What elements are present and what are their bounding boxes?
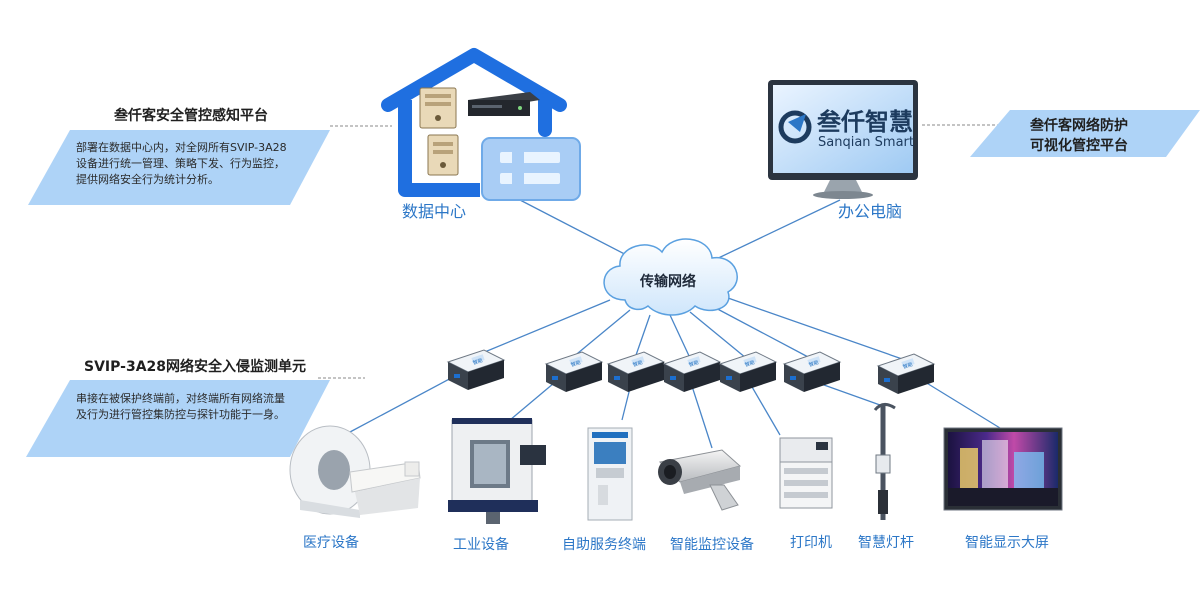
device-label-kiosk: 自助服务终端	[562, 537, 646, 553]
management-panel-icon	[481, 137, 581, 201]
monitor-icon	[768, 80, 918, 199]
svip-unit-2-label: 智能	[570, 359, 582, 369]
platform-info-panel: 叁仟客安全管控感知平台 部署在数据中心内，对全网所有SVIP-3A28 设备进行…	[28, 107, 392, 205]
svip-unit-7: 智能	[876, 353, 936, 394]
platform-desc-line-3: 提供网络安全行为统计分析。	[76, 172, 219, 186]
display-screen-device: 智能显示大屏	[943, 427, 1063, 551]
datacenter-node: 数据中心	[381, 48, 581, 221]
visual-platform-line-1: 叁仟客网络防护	[1029, 117, 1128, 134]
monitoring-device: 智能监控设备	[658, 449, 754, 553]
platform-title: 叁仟客安全管控感知平台	[113, 107, 268, 124]
office-pc-node: 叁仟智慧 Sanqian Smart 办公电脑	[768, 80, 918, 221]
platform-desc-line-2: 设备进行统一管理、策略下发、行为监控，	[76, 156, 285, 170]
svip-unit-4-label: 智能	[688, 359, 700, 369]
rack-server-icon	[468, 92, 540, 116]
cctv-camera-icon	[658, 449, 742, 511]
self-service-terminal: 自助服务终端	[562, 427, 646, 553]
server-tower-icon-2	[427, 134, 459, 176]
svip-unit-5-label: 智能	[744, 359, 756, 369]
connection-lines	[349, 199, 1001, 449]
smart-pole-device: 智慧灯杆	[858, 403, 914, 551]
svip-unit-3-label: 智能	[632, 359, 644, 369]
cloud-label: 传输网络	[639, 273, 696, 290]
logo-subname: Sanqian Smart	[818, 135, 914, 150]
server-tower-icon	[419, 87, 457, 129]
device-label-medical: 医疗设备	[303, 534, 359, 551]
office-pc-label: 办公电脑	[838, 202, 902, 221]
smart-pole-icon	[873, 403, 896, 520]
unit-desc-line-2: 及行为进行管控集防控与探针功能于一身。	[76, 407, 285, 421]
svip-unit-4: 智能	[662, 351, 722, 392]
svip-unit-2: 智能	[544, 351, 604, 392]
svip-unit-5: 智能	[718, 351, 778, 392]
kiosk-icon	[587, 427, 633, 521]
printer-device: 打印机	[779, 437, 833, 551]
svip-unit-1-label: 智能	[472, 357, 484, 367]
cnc-machine-icon	[448, 418, 546, 524]
sanqian-logo-icon	[778, 110, 812, 144]
security-units: 智能 智能 智能 智能	[446, 349, 936, 394]
device-label-pole: 智慧灯杆	[858, 535, 914, 551]
visual-platform-panel: 叁仟客网络防护 可视化管控平台	[922, 110, 1200, 157]
printer-icon	[779, 437, 833, 509]
datacenter-label: 数据中心	[402, 202, 466, 221]
device-label-display: 智能显示大屏	[965, 535, 1049, 551]
svip-unit-6: 智能	[782, 351, 842, 392]
ct-scanner-icon	[289, 425, 421, 518]
house-icon	[381, 48, 567, 197]
unit-desc-line-1: 串接在被保护终端前，对终端所有网络流量	[76, 391, 285, 405]
large-display-icon	[943, 427, 1063, 511]
logo-name: 叁仟智慧	[816, 108, 913, 136]
device-label-camera: 智能监控设备	[670, 536, 754, 553]
cloud-icon	[603, 238, 738, 316]
platform-desc-line-1: 部署在数据中心内，对全网所有SVIP-3A28	[76, 140, 287, 154]
device-label-printer: 打印机	[790, 534, 832, 551]
svip-unit-6-label: 智能	[808, 359, 820, 369]
transmission-network-node: 传输网络	[603, 238, 738, 316]
unit-info-panel: SVIP-3A28网络安全入侵监测单元 串接在被保护终端前，对终端所有网络流量 …	[26, 358, 365, 457]
medical-device: 医疗设备	[289, 425, 421, 551]
device-label-industrial: 工业设备	[453, 536, 509, 553]
svip-unit-7-label: 智能	[902, 361, 914, 371]
svip-unit-1: 智能	[446, 349, 506, 390]
svip-unit-3: 智能	[606, 351, 666, 392]
visual-platform-line-2: 可视化管控平台	[1030, 137, 1128, 154]
unit-title: SVIP-3A28网络安全入侵监测单元	[84, 358, 306, 375]
industrial-device: 工业设备	[448, 418, 546, 553]
